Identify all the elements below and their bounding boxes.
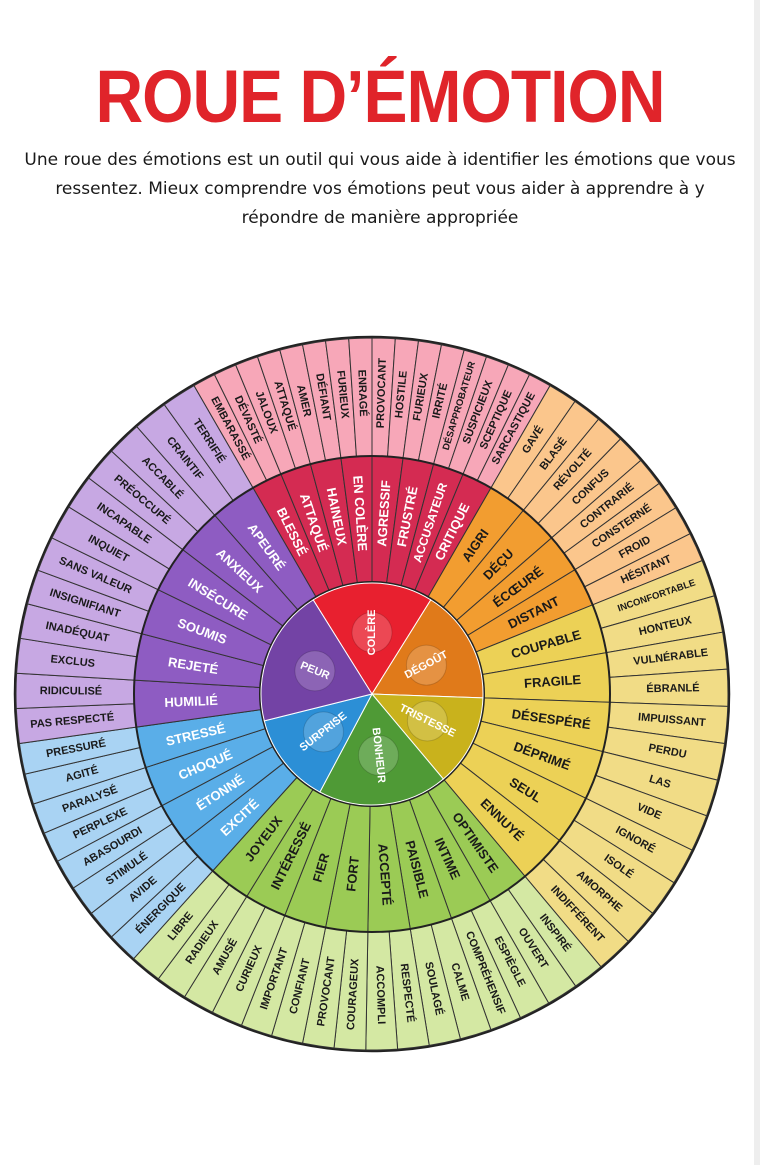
page-edge-strip [754,0,760,1165]
outer-label-colere: ENRAGÉ [355,369,370,416]
outer-label-bonheur: ACCOMPLI [373,965,387,1024]
middle-label-peur: HUMILIÉ [164,693,218,710]
outer-label-peur: RIDICULISÉ [40,684,102,698]
outer-label-tristesse: ÉBRANLÉ [646,681,699,695]
core-label: COLÈRE [365,609,378,655]
outer-label-colere: PROVOCANT [375,358,389,429]
